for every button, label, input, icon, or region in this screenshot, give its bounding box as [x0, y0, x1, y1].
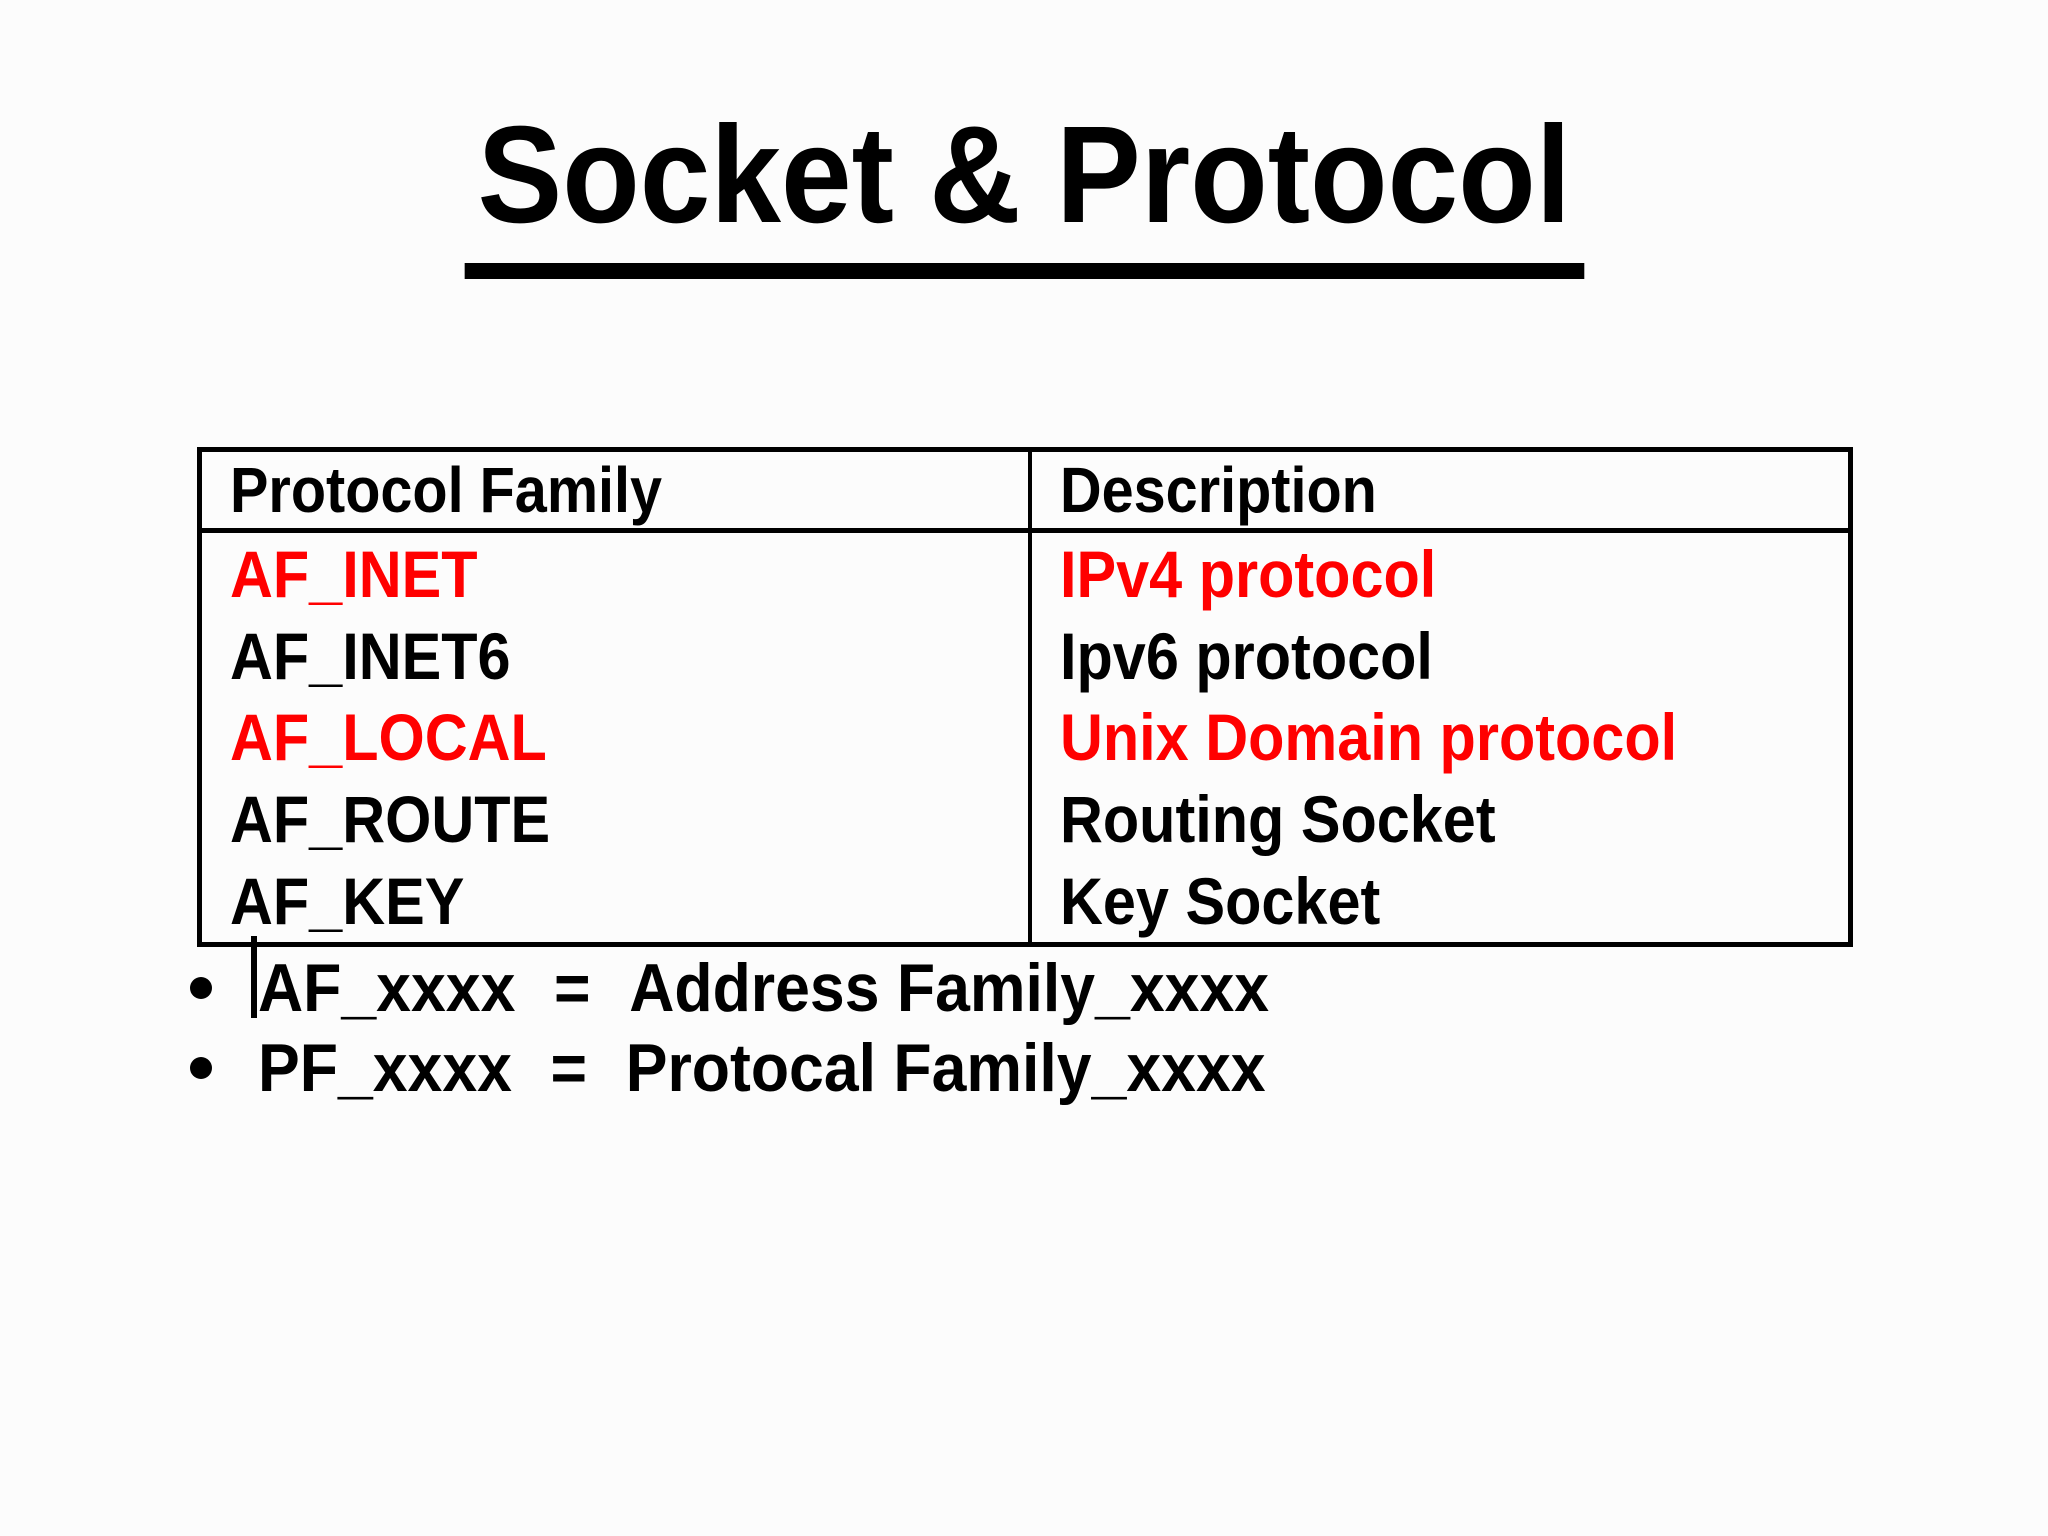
family-value: AF_LOCAL [230, 700, 547, 775]
bullet-list: AF_xxxx = Address Family_xxxx PF_xxxx = Prot… [190, 948, 1357, 1108]
cell-description: Routing Socket [1032, 778, 1848, 860]
table-row: AF_LOCAL Unix Domain protocol [202, 696, 1848, 779]
equals-sign: = [554, 950, 591, 1026]
cell-family: AF_LOCAL [202, 696, 1032, 779]
cell-description: Ipv6 protocol [1032, 615, 1848, 697]
family-value: AF_INET [230, 536, 478, 611]
list-item: PF_xxxx = Protocal Family_xxxx [190, 1028, 1357, 1108]
cell-family: AF_INET6 [202, 614, 1032, 697]
family-value: AF_ROUTE [230, 782, 551, 857]
cell-description: Unix Domain protocol [1032, 697, 1848, 779]
header-cell-description: Description [1032, 452, 1848, 528]
description-value: IPv4 protocol [1060, 536, 1437, 611]
cell-family: AF_INET [202, 533, 1032, 615]
description-value: Routing Socket [1060, 782, 1496, 857]
bullet-dot-icon [190, 977, 212, 999]
equals-sign: = [550, 1030, 588, 1106]
protocol-table: Protocol Family Description AF_INET IPv4… [197, 447, 1853, 947]
table-body: AF_INET IPv4 protocol AF_INET6 Ipv6 prot… [202, 533, 1848, 942]
header-cell-protocol-family: Protocol Family [202, 452, 1032, 528]
page-title: Socket & Protocol [464, 96, 1584, 279]
bullet-term: PF_xxxx [258, 1030, 512, 1106]
bullet-text: PF_xxxx = Protocal Family_xxxx [258, 1029, 1266, 1107]
family-value: AF_KEY [230, 864, 465, 939]
cell-description: Key Socket [1032, 860, 1848, 942]
list-item: AF_xxxx = Address Family_xxxx [190, 948, 1357, 1028]
description-value: Ipv6 protocol [1060, 618, 1433, 693]
description-value: Unix Domain protocol [1060, 700, 1678, 775]
bullet-definition: Address Family_xxxx [629, 950, 1270, 1026]
table-header-row: Protocol Family Description [202, 452, 1848, 533]
table-row: AF_KEY Key Socket [202, 860, 1848, 942]
bullet-term: AF_xxxx [258, 950, 516, 1026]
cell-family: AF_KEY [202, 860, 1032, 942]
header-label-protocol-family: Protocol Family [230, 454, 663, 526]
family-value: AF_INET6 [230, 618, 511, 693]
cell-family: AF_ROUTE [202, 778, 1032, 861]
cell-description: IPv4 protocol [1032, 533, 1848, 615]
header-label-description: Description [1060, 454, 1377, 526]
table-row: AF_INET6 Ipv6 protocol [202, 614, 1848, 697]
bullet-text: AF_xxxx = Address Family_xxxx [258, 949, 1269, 1027]
bullet-dot-icon [190, 1057, 212, 1079]
table-row: AF_ROUTE Routing Socket [202, 778, 1848, 861]
table-row: AF_INET IPv4 protocol [202, 533, 1848, 615]
description-value: Key Socket [1060, 864, 1381, 939]
bullet-definition: Protocal Family_xxxx [625, 1030, 1266, 1106]
text-cursor [251, 936, 257, 1018]
title-area: Socket & Protocol [0, 96, 2048, 279]
